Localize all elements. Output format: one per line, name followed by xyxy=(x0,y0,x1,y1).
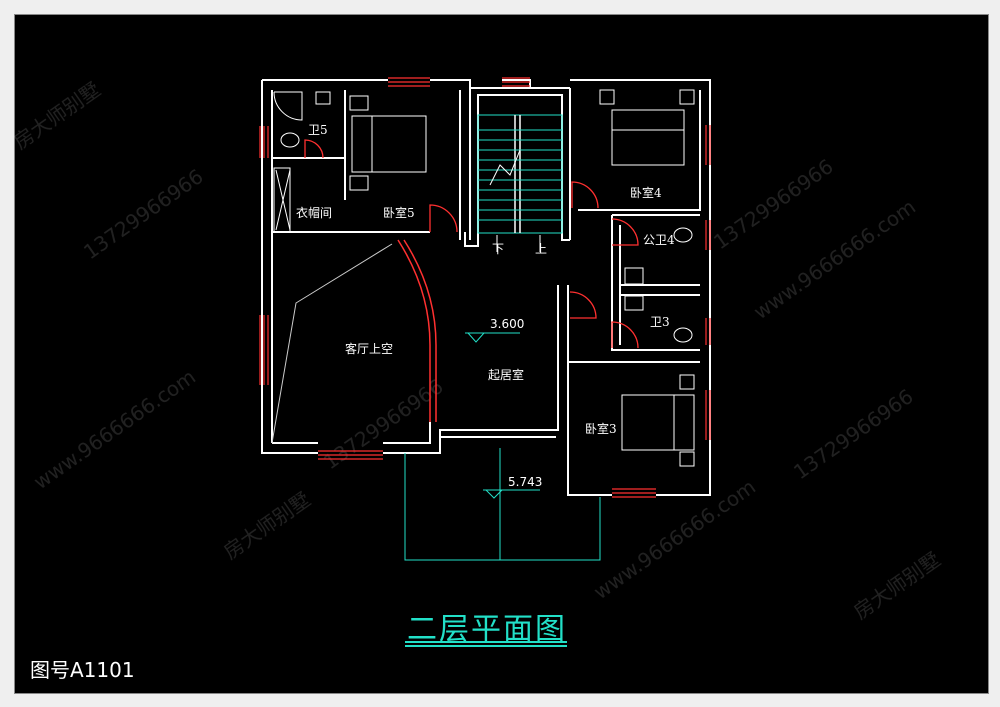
floor-level: 3.600 xyxy=(490,317,524,331)
watermark-phone: 13729966966 xyxy=(789,384,917,484)
drawing-number: 图号A1101 xyxy=(30,658,135,682)
watermark-phone: 13729966966 xyxy=(709,154,837,254)
level-marks xyxy=(465,332,540,499)
stair-down-label: 下 xyxy=(492,242,504,256)
wall-layer xyxy=(261,79,711,561)
door-layer xyxy=(304,139,639,349)
stair-layer xyxy=(477,114,563,252)
room-label-bedroom4: 卧室4 xyxy=(630,185,662,200)
curved-window xyxy=(397,239,437,422)
title-underline xyxy=(405,641,567,643)
watermark-site: www.9666666.com xyxy=(589,474,760,604)
room-label-closet: 衣帽间 xyxy=(296,205,332,220)
room-label-living-void: 客厅上空 xyxy=(345,341,393,356)
room-label-family-room: 起居室 xyxy=(488,367,524,382)
furniture-layer xyxy=(273,89,695,467)
window-layer xyxy=(259,77,711,498)
watermark-brand: 房大师别墅 xyxy=(9,77,105,154)
watermark-layer: 房大师别墅 13729966966 www.9666666.com 房大师别墅 … xyxy=(9,77,945,624)
watermark-brand: 房大师别墅 xyxy=(219,487,315,564)
room-label-bedroom5: 卧室5 xyxy=(383,205,415,220)
watermark-site: www.9666666.com xyxy=(29,364,200,494)
room-label-bedroom3: 卧室3 xyxy=(585,421,617,436)
room-label-bath5: 卫5 xyxy=(308,123,328,137)
stair-up-label: 上 xyxy=(535,242,547,256)
watermark-brand: 房大师别墅 xyxy=(849,547,945,624)
room-label-bath3: 卫3 xyxy=(650,315,670,329)
room-label-public-bath4: 公卫4 xyxy=(643,233,675,247)
title-underline xyxy=(405,645,567,647)
cad-canvas xyxy=(14,14,989,694)
watermark-phone: 13729966966 xyxy=(79,164,207,264)
terrace-level: 5.743 xyxy=(508,475,542,489)
